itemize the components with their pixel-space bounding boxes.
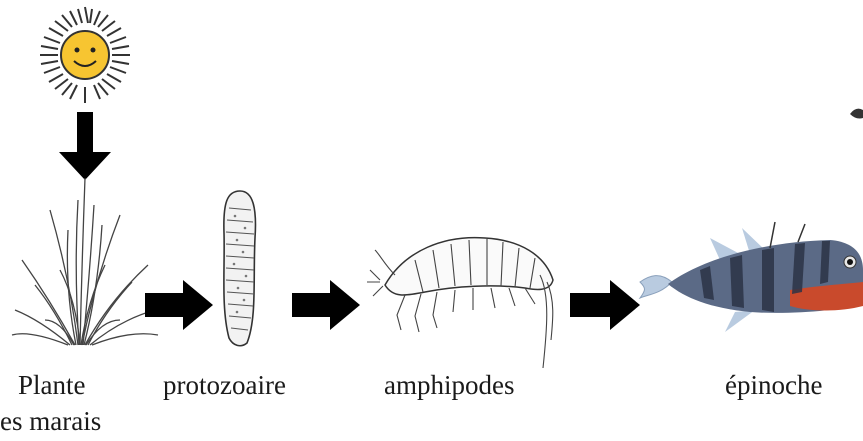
sun-icon xyxy=(30,5,140,105)
stickleback-icon xyxy=(640,220,863,350)
arrow-right-icon xyxy=(570,280,642,330)
protozoan-icon xyxy=(215,188,265,348)
plant-label-line1: Plante xyxy=(18,372,86,399)
plant-label-line2: es marais xyxy=(0,408,101,435)
amphipod-icon xyxy=(375,220,565,370)
protozoan-label: protozoaire xyxy=(163,372,286,399)
partial-bird-icon xyxy=(848,104,863,124)
stickleback-label: épinoche xyxy=(725,372,822,399)
arrow-right-icon xyxy=(292,280,362,330)
amphipod-label: amphipodes xyxy=(384,372,514,399)
arrow-right-icon xyxy=(145,280,215,330)
marsh-plant-icon xyxy=(10,170,160,350)
